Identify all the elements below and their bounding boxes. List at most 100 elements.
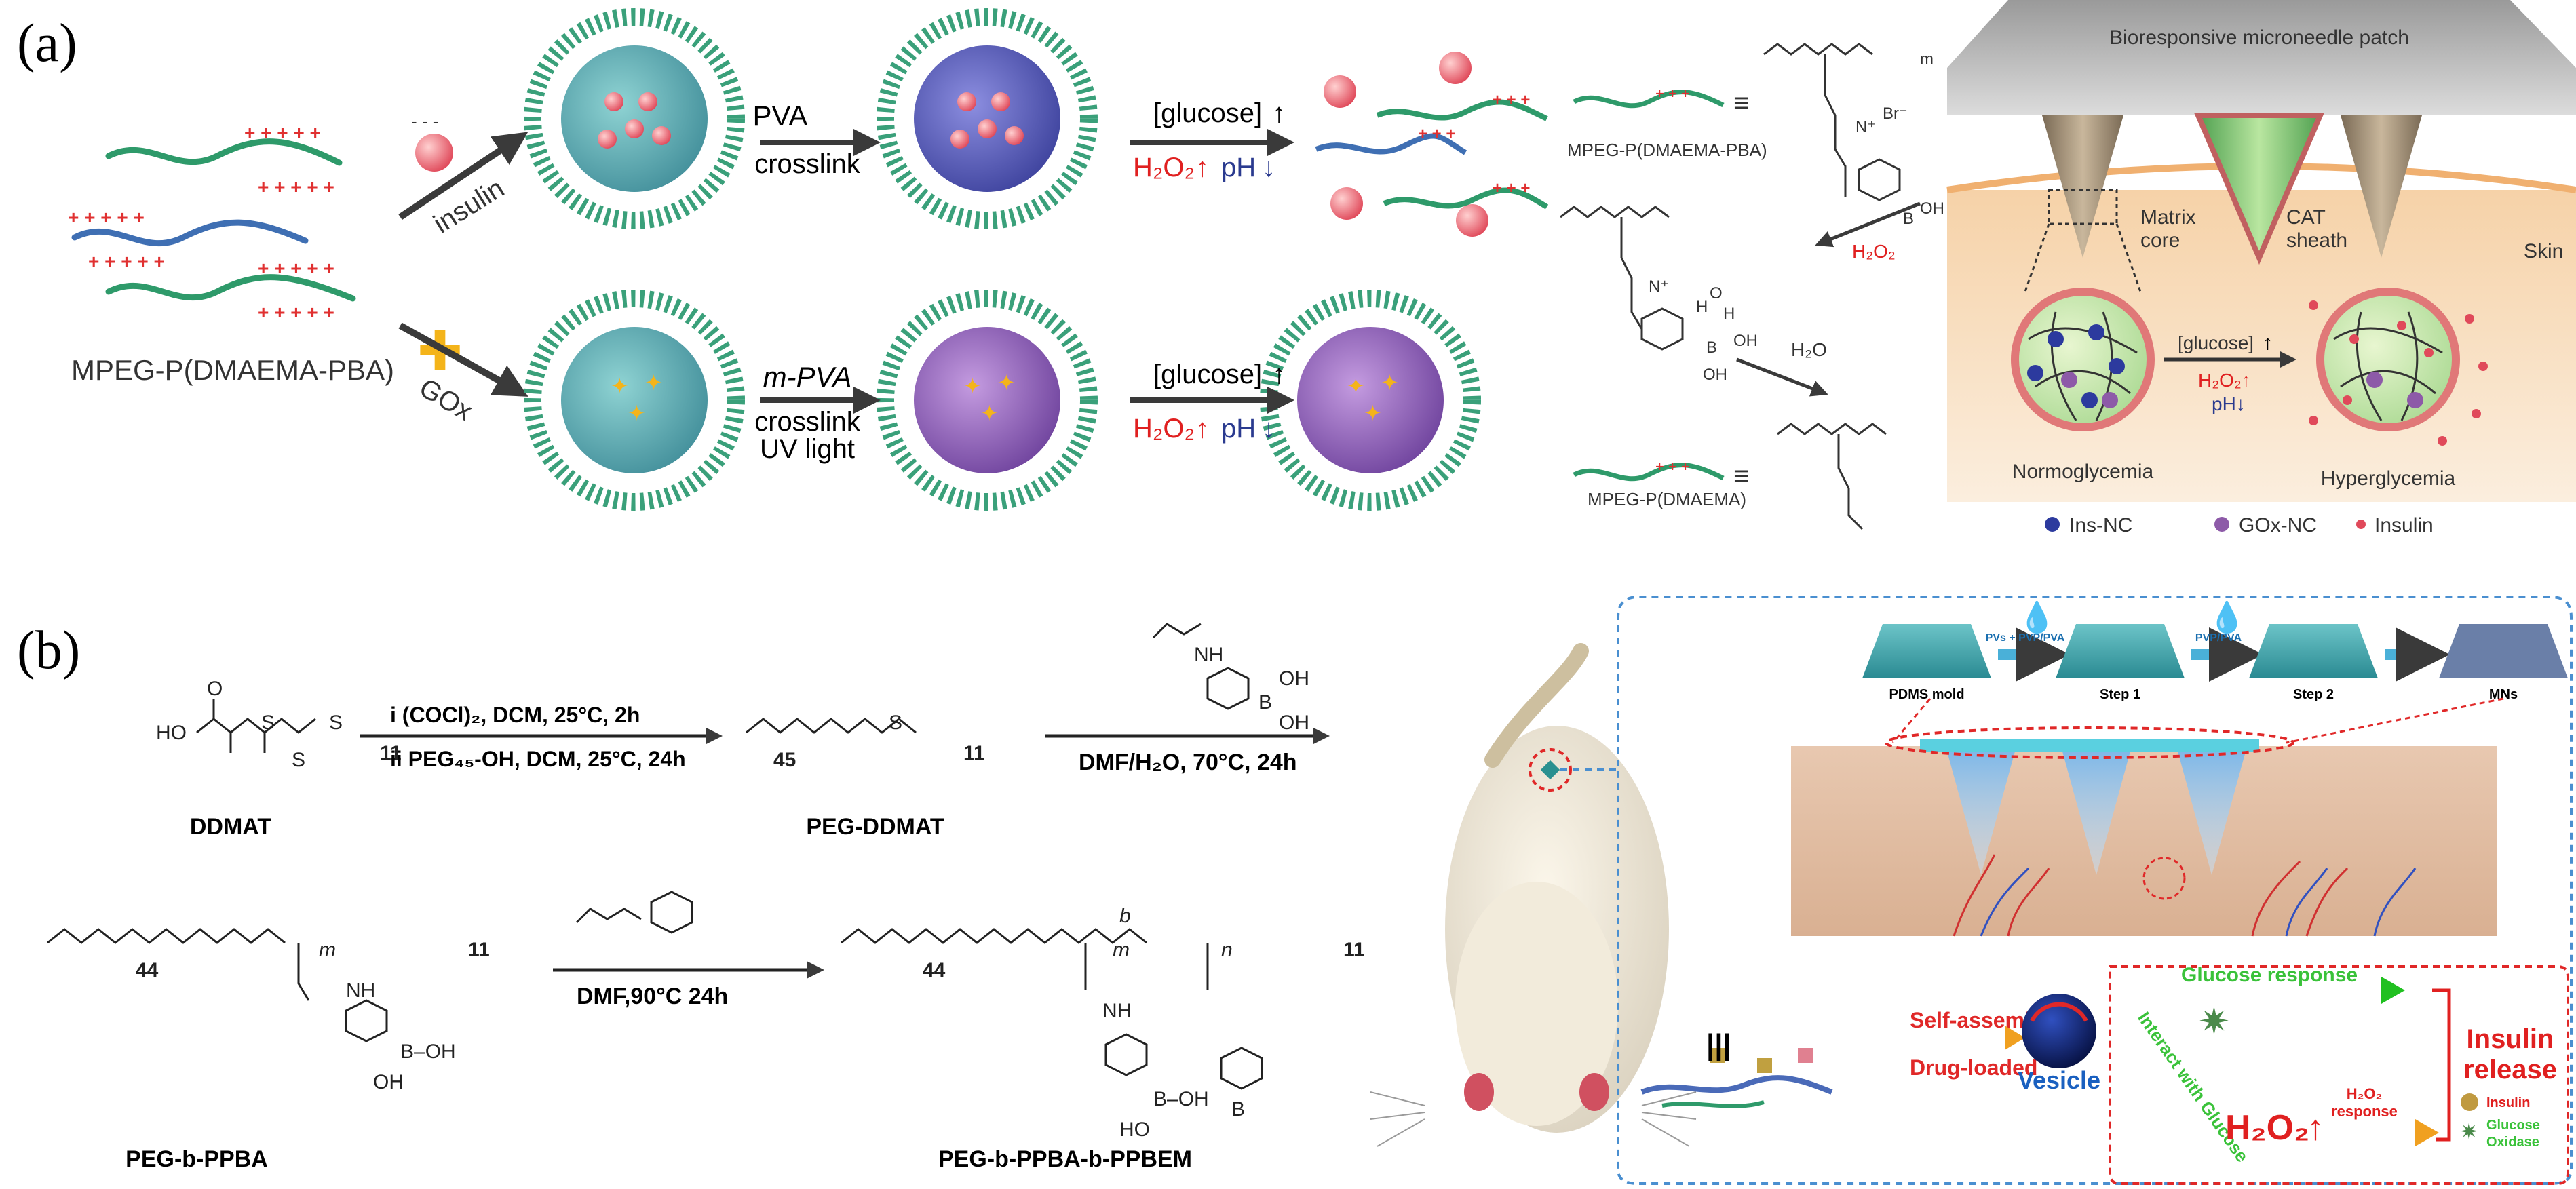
reaction3: DMF,90°C 24h bbox=[577, 983, 728, 1009]
h2o2-trigger-bottom: H₂O₂ bbox=[1133, 414, 1195, 444]
ph-trigger-bottom: pH bbox=[1221, 414, 1256, 444]
legend-gox-nc: GOx-NC bbox=[2239, 514, 2317, 537]
crosslink-label-bottom: crosslink bbox=[754, 407, 861, 437]
nanocapsule-gox-1: ✦✦ ✦ bbox=[524, 290, 745, 511]
svg-text:+ + + + +: + + + + + bbox=[68, 207, 145, 228]
svg-text:↑: ↑ bbox=[2307, 1108, 2324, 1148]
gox-loading: ✚ GOx bbox=[398, 321, 528, 427]
svg-text:↑: ↑ bbox=[1195, 153, 1209, 182]
microneedle-left bbox=[2042, 115, 2123, 258]
svg-text:+ + +: + + + bbox=[1655, 458, 1690, 475]
insulin-label: insulin bbox=[428, 173, 509, 239]
svg-text:+ + + + +: + + + + + bbox=[258, 258, 334, 279]
fabrication-process: PDMS mold PVs + PVP/PVA 💧 Step 1 PVP/PVA… bbox=[1862, 600, 2568, 702]
insulin-legend-icon bbox=[2461, 1093, 2478, 1111]
bpin-monomer bbox=[575, 891, 693, 934]
panel-a-label: (a) bbox=[17, 14, 77, 73]
peg-ppba-ppbem-structure bbox=[841, 928, 1263, 1090]
gox-cluster-icon: ✷ bbox=[2198, 1000, 2230, 1042]
svg-text:MNs: MNs bbox=[2489, 687, 2518, 702]
final-n11: 11 bbox=[1343, 939, 1365, 961]
uv-light-label: UV light bbox=[760, 434, 855, 464]
svg-text:H: H bbox=[1723, 305, 1735, 323]
svg-text:✦: ✦ bbox=[628, 401, 646, 425]
ddmat-structure bbox=[196, 699, 316, 753]
release-box: Glucose response Interact with Glucose ✷… bbox=[2109, 964, 2569, 1185]
step-1: Step 1 bbox=[2056, 624, 2185, 702]
svg-text:✦: ✦ bbox=[611, 374, 629, 398]
ph-trigger-top: pH bbox=[1221, 153, 1256, 182]
nanocapsule-gox-3: ✦ ✦ ✦ bbox=[1260, 290, 1481, 511]
final-ho: HO bbox=[1119, 1118, 1150, 1141]
panel-a: (a) + + + + + + + + + + + + + + + + + + + … bbox=[17, 0, 2576, 537]
svg-text:Step 1: Step 1 bbox=[2100, 687, 2140, 702]
ddmat-s1: S bbox=[261, 712, 275, 734]
svg-text:+ + + + +: + + + + + bbox=[258, 302, 334, 323]
svg-text:OH: OH bbox=[1733, 332, 1758, 350]
chem-b-top: B bbox=[1903, 210, 1914, 228]
svg-text:✦: ✦ bbox=[1364, 401, 1382, 425]
hyperglycemia-label: Hyperglycemia bbox=[2321, 467, 2456, 490]
peg-ddmat-s: S bbox=[889, 712, 902, 734]
glucose-trigger-bottom: [glucose] bbox=[1153, 359, 1262, 389]
svg-text:✦: ✦ bbox=[1381, 370, 1399, 395]
svg-text:↑: ↑ bbox=[1272, 98, 1286, 128]
chem-equiv-top: ≡ bbox=[1733, 88, 1749, 118]
peg-ppba-oh: OH bbox=[373, 1071, 404, 1093]
svg-text:↑: ↑ bbox=[2263, 332, 2273, 354]
step-2: Step 2 bbox=[2249, 624, 2378, 702]
mouse-eye-left bbox=[1464, 1073, 1494, 1111]
svg-text:H: H bbox=[1696, 298, 1708, 316]
final-b-oh: B–OH bbox=[1153, 1088, 1209, 1110]
svg-text:O: O bbox=[1710, 284, 1723, 303]
monomer-nh: NH bbox=[1194, 644, 1223, 666]
nanocapsule-gox-2: ✦✦ ✦ bbox=[877, 290, 1098, 511]
released-insulin: + + + + + + + + + bbox=[1315, 52, 1549, 237]
svg-text:✦: ✦ bbox=[1347, 374, 1365, 398]
final-nh: NH bbox=[1102, 1000, 1132, 1022]
peg-ddmat-label: PEG-DDMAT bbox=[806, 814, 944, 840]
panel-b-label: (b) bbox=[17, 621, 80, 680]
panel-b: (b) HO O S S S 11 DDMAT i (COCl)₂, DCM, … bbox=[17, 596, 2573, 1185]
svg-text:OH: OH bbox=[1703, 366, 1727, 384]
svg-text:Step 2: Step 2 bbox=[2293, 687, 2334, 702]
peg-ppba-ppbem-label: PEG-b-PPBA-b-PPBEM bbox=[938, 1146, 1192, 1172]
monomer-b: B bbox=[1258, 691, 1272, 714]
release-legend-gox-2: Oxidase bbox=[2486, 1135, 2539, 1150]
callout-blue-dashed bbox=[1560, 596, 2573, 1185]
ddmat-label: DDMAT bbox=[190, 814, 271, 840]
droplet-icon-1: 💧 bbox=[2018, 600, 2056, 634]
svg-text:+ + +: + + + bbox=[1493, 179, 1530, 197]
patch-legend: Ins-NC GOx-NC Insulin bbox=[2045, 514, 2434, 537]
chem-equiv-bottom: ≡ bbox=[1733, 461, 1749, 491]
nanocapsule-insulin-1 bbox=[524, 8, 745, 229]
gox-legend-icon: ✷ bbox=[2459, 1119, 2479, 1145]
peg-ddmat-n45: 45 bbox=[773, 749, 796, 771]
drug-loaded-label: Drug-loaded bbox=[1910, 1055, 2037, 1080]
nanocapsule-insulin-2 bbox=[877, 8, 1098, 229]
reaction1-ii: ii PEG₄₅-OH, DCM, 25°C, 24h bbox=[390, 747, 686, 771]
svg-text:↓: ↓ bbox=[1262, 414, 1275, 444]
legend-ins-nc: Ins-NC bbox=[2069, 514, 2132, 537]
ddmat-s3: S bbox=[329, 712, 343, 734]
trigger-top: [glucose] ↑ H₂O₂ ↑ pH ↓ bbox=[1130, 98, 1294, 182]
hyperglycemia-capsule bbox=[2309, 288, 2488, 446]
svg-text:✦: ✦ bbox=[997, 370, 1016, 395]
monomer-oh1: OH bbox=[1279, 667, 1309, 690]
pba-monomer bbox=[1152, 623, 1250, 710]
svg-text:+ + +: + + + bbox=[1418, 125, 1455, 143]
skin-cross-section bbox=[1791, 697, 2504, 937]
svg-text:↑: ↑ bbox=[1272, 359, 1286, 389]
h2o2-trigger-top: H₂O₂ bbox=[1133, 153, 1195, 182]
normoglycemia-label: Normoglycemia bbox=[2012, 461, 2154, 483]
final-n44: 44 bbox=[923, 959, 946, 981]
svg-text:PDMS mold: PDMS mold bbox=[1889, 687, 1964, 702]
svg-text:✦: ✦ bbox=[963, 374, 982, 398]
peg-ppba-structure bbox=[47, 928, 388, 1042]
cationic-charges: + + + + ++ + + + + + + + + ++ + + + + + … bbox=[68, 122, 334, 323]
microneedle-right bbox=[2341, 115, 2422, 258]
microneedle-center bbox=[2193, 113, 2325, 265]
